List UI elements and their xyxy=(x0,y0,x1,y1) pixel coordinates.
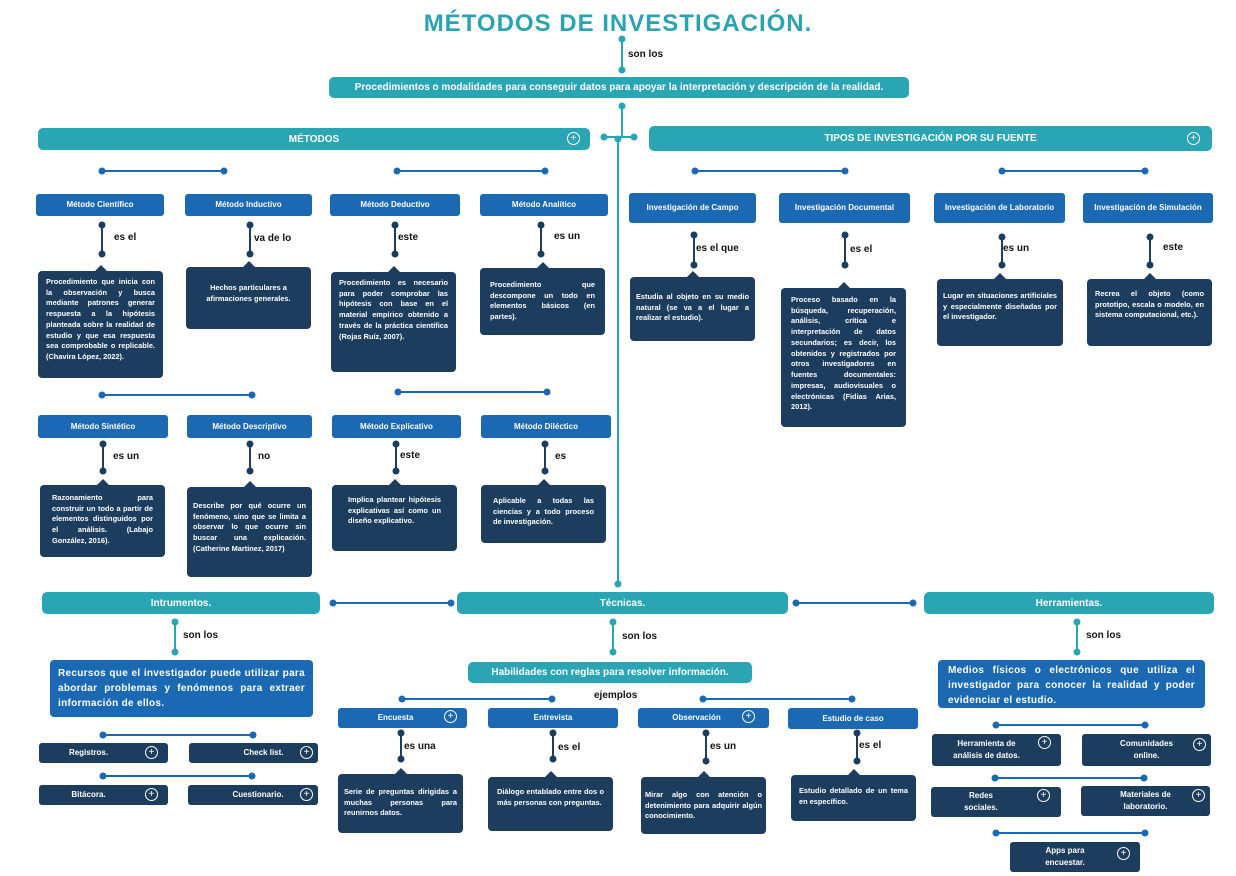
expand-icon[interactable]: + xyxy=(1037,789,1050,802)
link-label: va de lo xyxy=(254,233,292,244)
metodo-sintetico-desc: Razonamiento para construir un todo a pa… xyxy=(40,479,165,557)
link-label: es xyxy=(555,451,567,462)
instrumento-checklist[interactable]: Check list. + xyxy=(189,743,318,763)
expand-icon[interactable]: + xyxy=(567,132,580,145)
instrumento-label: Registros. xyxy=(68,748,109,757)
inv-laboratorio-desc: Lugar en situaciones artificiales y espe… xyxy=(937,273,1063,346)
herramienta-label: Herramienta de análisis de datos. xyxy=(953,739,1020,760)
herramienta-analisis-datos[interactable]: Herramienta de análisis de datos. + xyxy=(932,734,1061,766)
link-label: es el xyxy=(114,232,137,243)
expand-icon[interactable]: + xyxy=(444,710,457,723)
link-label: son los xyxy=(1086,630,1122,641)
herramienta-label: Materiales de laboratorio. xyxy=(1120,790,1171,811)
metodo-descriptivo-desc: Describe por qué ocurre un fenómeno, sin… xyxy=(187,481,312,577)
inv-campo-desc: Estudia al objeto en su medio natural (s… xyxy=(630,271,755,341)
tecnica-estudio-caso-node[interactable]: Estudio de caso xyxy=(788,708,918,729)
inv-documental-desc: Proceso basado en la búsqueda, recuperac… xyxy=(781,282,906,427)
expand-icon[interactable]: + xyxy=(742,710,755,723)
inv-simulacion-node[interactable]: Investigación de Simulación xyxy=(1083,193,1213,223)
herramienta-materiales-laboratorio[interactable]: Materiales de laboratorio. + xyxy=(1081,786,1210,816)
expand-icon[interactable]: + xyxy=(1117,847,1130,860)
herramienta-label: Redes sociales. xyxy=(964,791,998,812)
metodo-descriptivo-node[interactable]: Método Descriptivo xyxy=(187,415,312,438)
instrumentos-header[interactable]: Intrumentos. xyxy=(42,592,320,614)
metodo-analitico-node[interactable]: Método Analítico xyxy=(480,194,608,216)
expand-icon[interactable]: + xyxy=(145,788,158,801)
instrumento-cuestionario[interactable]: Cuestionario. + xyxy=(188,785,318,805)
connector-label-top: son los xyxy=(628,49,664,60)
page-title: MÉTODOS DE INVESTIGACIÓN. xyxy=(423,10,813,37)
link-label: es una xyxy=(404,741,436,752)
link-label: es un xyxy=(1003,243,1030,254)
metodo-analitico-desc: Procedimiento que descompone un todo en … xyxy=(480,262,605,335)
link-label: este xyxy=(1163,242,1184,253)
metodo-explicativo-desc: Implica plantear hipótesis explicativas … xyxy=(332,479,457,551)
tecnica-label: Observación xyxy=(672,713,721,723)
tecnica-observacion-desc: Mirar algo con atención o detenimiento p… xyxy=(641,771,766,834)
link-label: es un xyxy=(710,741,737,752)
link-label: no xyxy=(258,451,271,462)
link-label: este xyxy=(398,232,419,243)
metodos-header-label: MÉTODOS xyxy=(288,133,340,145)
expand-icon[interactable]: + xyxy=(1193,738,1206,751)
instrumento-label: Cuestionario. xyxy=(232,790,284,799)
definition-node[interactable]: Procedimientos o modalidades para conseg… xyxy=(329,77,909,98)
instrumento-registros[interactable]: Registros. + xyxy=(39,743,168,763)
instrumento-bitacora[interactable]: Bitácora. + xyxy=(39,785,168,805)
tecnicas-header[interactable]: Técnicas. xyxy=(457,592,788,614)
tipos-header[interactable]: TIPOS DE INVESTIGACIÓN POR SU FUENTE + xyxy=(649,126,1212,151)
metodo-deductivo-node[interactable]: Método Deductivo xyxy=(330,194,460,216)
link-label: es un xyxy=(113,451,140,462)
tecnica-estudio-caso-desc: Estudio detallado de un tema en específi… xyxy=(791,769,916,821)
metodo-inductivo-node[interactable]: Método Inductivo xyxy=(185,194,312,216)
herramienta-label: Comunidades online. xyxy=(1120,739,1173,760)
expand-icon[interactable]: + xyxy=(1038,736,1051,749)
tecnica-encuesta-node[interactable]: Encuesta + xyxy=(338,708,467,728)
metodo-deductivo-desc: Procedimiento es necesario para poder co… xyxy=(331,266,456,372)
link-label: son los xyxy=(622,631,658,642)
tecnica-label: Encuesta xyxy=(377,713,414,723)
link-label: es el xyxy=(859,740,882,751)
examples-label: ejemplos xyxy=(594,690,638,701)
metodo-dialectico-desc: Aplicable a todas las ciencias y a todo … xyxy=(481,479,606,543)
inv-simulacion-desc: Recrea el objeto (como prototipo, escala… xyxy=(1087,273,1212,346)
instrumento-label: Bitácora. xyxy=(71,790,106,799)
metodo-sintetico-node[interactable]: Método Sintético xyxy=(38,415,168,438)
tecnica-encuesta-desc: Serie de preguntas dirigidas a muchas pe… xyxy=(338,768,463,833)
expand-icon[interactable]: + xyxy=(300,788,313,801)
herramienta-label: Apps para encuestar. xyxy=(1045,846,1085,867)
inv-documental-node[interactable]: Investigación Documental xyxy=(779,193,910,223)
tecnica-entrevista-desc: Diálogo entablado entre dos o más person… xyxy=(488,771,613,831)
inv-campo-node[interactable]: Investigación de Campo xyxy=(629,193,756,223)
tecnica-observacion-node[interactable]: Observación + xyxy=(638,708,769,728)
tecnicas-desc[interactable]: Habilidades con reglas para resolver inf… xyxy=(468,662,752,683)
link-label: es el xyxy=(850,244,873,255)
link-label: son los xyxy=(183,630,219,641)
tipos-header-label: TIPOS DE INVESTIGACIÓN POR SU FUENTE xyxy=(824,133,1037,144)
metodo-explicativo-node[interactable]: Método Explicativo xyxy=(332,415,461,438)
metodo-inductivo-desc: Hechos particulares a afirmaciones gener… xyxy=(186,261,311,329)
instrumento-label: Check list. xyxy=(243,748,284,757)
link-label: es el xyxy=(558,742,581,753)
link-label: es el que xyxy=(696,243,739,254)
link-label: es un xyxy=(554,231,581,242)
metodo-cientifico-desc: Procedimiento que inicia con la observac… xyxy=(38,265,163,378)
herramienta-comunidades-online[interactable]: Comunidades online. + xyxy=(1082,734,1211,766)
herramienta-apps-encuestar[interactable]: Apps para encuestar. + xyxy=(1010,842,1140,872)
herramientas-header[interactable]: Herramientas. xyxy=(924,592,1214,614)
expand-icon[interactable]: + xyxy=(300,746,313,759)
metodo-cientifico-node[interactable]: Método Científico xyxy=(36,194,164,216)
instrumentos-desc: Recursos que el investigador puede utili… xyxy=(50,660,313,717)
herramienta-redes-sociales[interactable]: Redes sociales. + xyxy=(931,787,1061,817)
metodo-dialectico-node[interactable]: Método Diléctico xyxy=(481,415,611,438)
expand-icon[interactable]: + xyxy=(1187,132,1200,145)
expand-icon[interactable]: + xyxy=(145,746,158,759)
metodos-header[interactable]: MÉTODOS + xyxy=(38,128,590,150)
tecnica-entrevista-node[interactable]: Entrevista xyxy=(488,708,618,728)
herramientas-desc: Medios físicos o electrónicos que utiliz… xyxy=(938,660,1205,708)
link-label: este xyxy=(400,450,421,461)
inv-laboratorio-node[interactable]: Investigación de Laboratorio xyxy=(934,193,1065,223)
expand-icon[interactable]: + xyxy=(1192,789,1205,802)
